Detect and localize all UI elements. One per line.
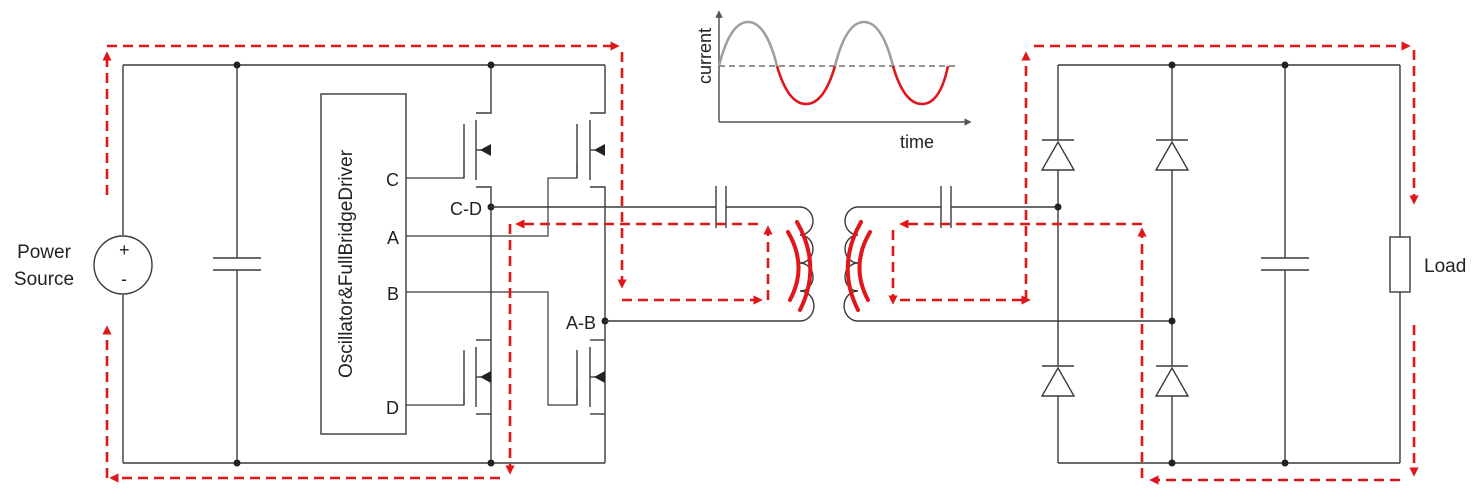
coupling-arc [845, 220, 863, 312]
driver-pin-b: B [387, 284, 399, 304]
source-minus-sign: - [121, 269, 127, 289]
coupling-arc [795, 220, 813, 312]
mosfet-left-bottom [463, 339, 491, 415]
current-flow-paths [102, 41, 1419, 485]
junction-node [1281, 459, 1289, 467]
primary-circuit: + - Power Source Oscillator&FullBridgeDr… [14, 61, 815, 467]
coupling-arc [786, 230, 801, 302]
power-source-symbol [93, 65, 153, 463]
node-ab-label: A-B [566, 313, 596, 333]
graph-x-label: time [900, 132, 934, 152]
driver-label: Oscillator&FullBridgeDriver [336, 149, 357, 378]
rectifier-diode-left-top [1040, 65, 1076, 366]
load-resistor [1389, 65, 1411, 463]
oscillator-driver-box [320, 93, 407, 435]
coupling-arc [857, 230, 872, 302]
graph-y-label: current [695, 28, 715, 84]
mosfet-left-top [463, 65, 492, 460]
mosfet-right-bottom [576, 339, 605, 415]
source-plus-sign: + [119, 240, 130, 260]
driver-pin-d: D [386, 398, 399, 418]
junction-node [233, 61, 241, 69]
junction-node [1281, 61, 1289, 69]
output-capacitor [1261, 65, 1309, 463]
wave-positive-half [717, 20, 779, 67]
mosfet-right-top [576, 65, 606, 463]
junction-node [1054, 203, 1062, 211]
junction-node [487, 459, 495, 467]
gate-wire-d [406, 390, 465, 406]
junction-node [487, 61, 495, 69]
gate-wire-c [406, 162, 465, 179]
driver-pin-c: C [386, 170, 399, 190]
rectifier-diode-right-bottom [1154, 365, 1190, 463]
primary-input-capacitor [213, 65, 261, 463]
secondary-circuit: Load [843, 61, 1466, 467]
wave-positive-half [833, 20, 895, 67]
junction-node [1168, 61, 1176, 69]
rectifier-diode-left-bottom [1040, 365, 1076, 463]
wave-negative-half [775, 65, 837, 106]
driver-pin-a: A [387, 228, 399, 248]
rectifier-diode-right-top [1154, 65, 1190, 366]
wave-negative-half [891, 65, 950, 106]
junction-node [1168, 459, 1176, 467]
current-time-graph: current time [695, 10, 972, 152]
load-label: Load [1424, 256, 1466, 277]
junction-node [233, 459, 241, 467]
junction-node [1168, 317, 1176, 325]
power-source-label-line1: Power [17, 242, 72, 263]
power-source-label-line2: Source [14, 269, 74, 290]
node-cd-label: C-D [450, 199, 482, 219]
